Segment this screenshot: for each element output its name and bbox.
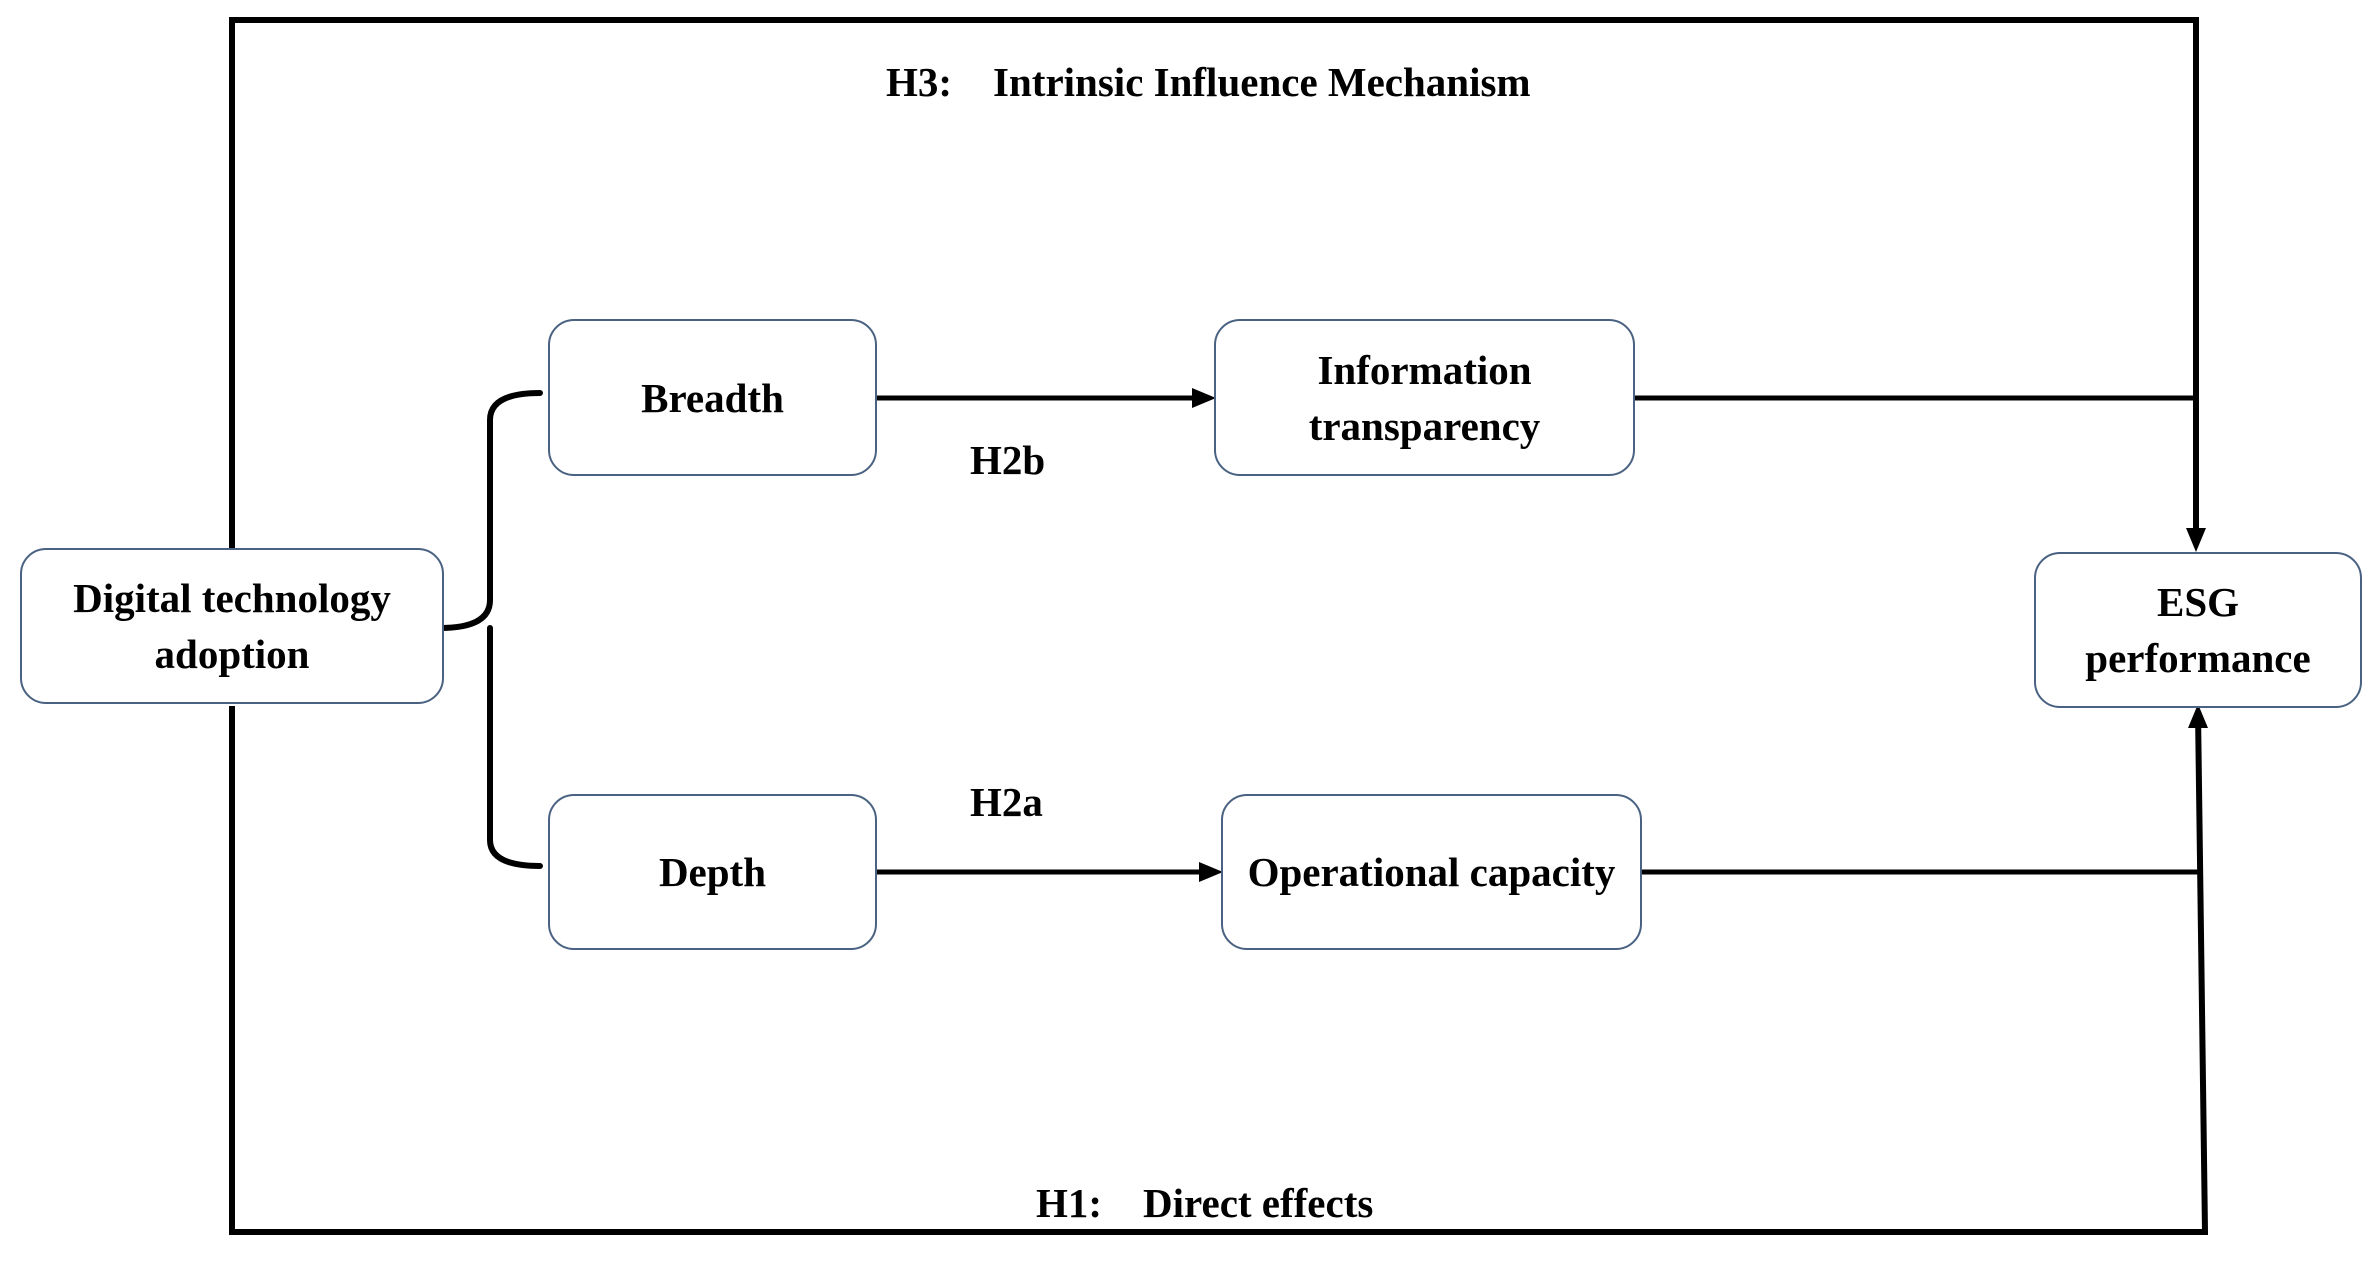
node-esg-performance: ESG performance [2034,552,2362,708]
node-operational-text: Operational capacity [1247,849,1616,895]
node-adoption-text: Digital technology adoption [73,575,391,677]
node-breadth-text: Breadth [641,374,784,421]
arrowhead-transparency [1192,388,1216,408]
node-depth: Depth [548,794,877,950]
node-breadth: Breadth [548,319,877,476]
h1-label: H1: Direct effects [1036,1180,1374,1226]
arrowhead-esg-top [2186,528,2206,552]
node-information-transparency: Information transparency [1214,319,1635,476]
arrowhead-esg-bottom [2188,704,2208,728]
h2a-label: H2a [970,779,1043,825]
node-esg-text: ESG performance [2085,579,2311,681]
frame-bottom-connector [229,706,2209,1235]
arrowhead-operational [1199,862,1223,882]
split-brace [437,390,543,869]
node-transparency-text: Information transparency [1308,346,1541,449]
h3-title: H3: Intrinsic Influence Mechanism [886,59,1531,105]
node-digital-technology-adoption: Digital technology adoption [20,548,444,704]
h2b-label: H2b [970,437,1046,483]
node-depth-text: Depth [658,849,767,895]
frame-top-connector [229,17,2199,548]
node-operational-capacity: Operational capacity [1221,794,1642,950]
